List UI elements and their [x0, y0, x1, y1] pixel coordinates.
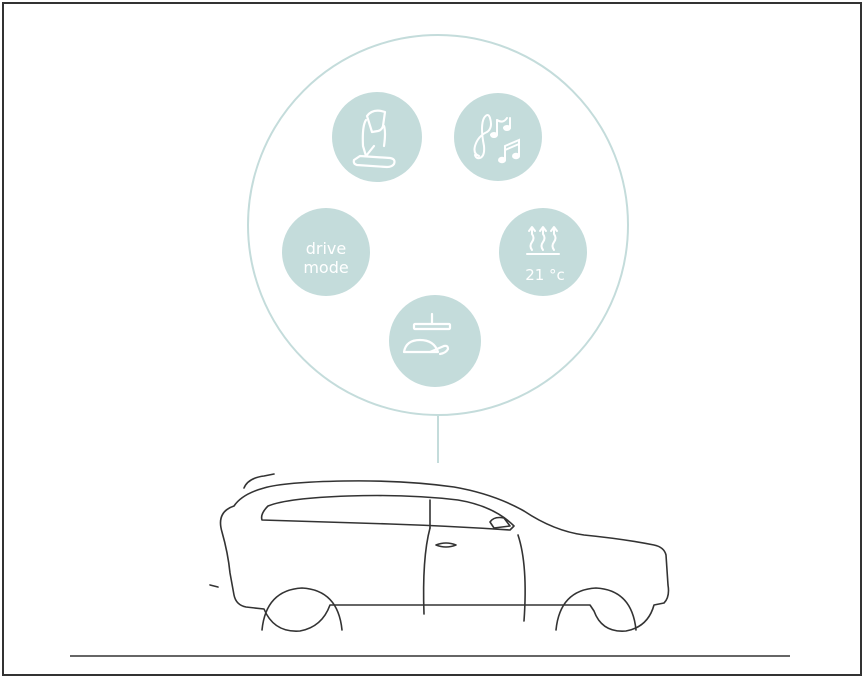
- suv-side-outline-icon: [210, 474, 669, 631]
- drive-mode-label-line2: mode: [303, 258, 348, 277]
- seat-setting: [332, 92, 422, 182]
- drive-mode-label-line1: drive: [306, 239, 347, 258]
- climate-temperature-label: 21 °c: [525, 266, 565, 284]
- audio-setting: [454, 93, 542, 181]
- heat-arrows-icon: [527, 227, 559, 254]
- mirror-setting: [389, 295, 481, 387]
- climate-setting: 21 °c: [499, 208, 587, 296]
- drive-mode-setting: drive mode: [282, 208, 370, 296]
